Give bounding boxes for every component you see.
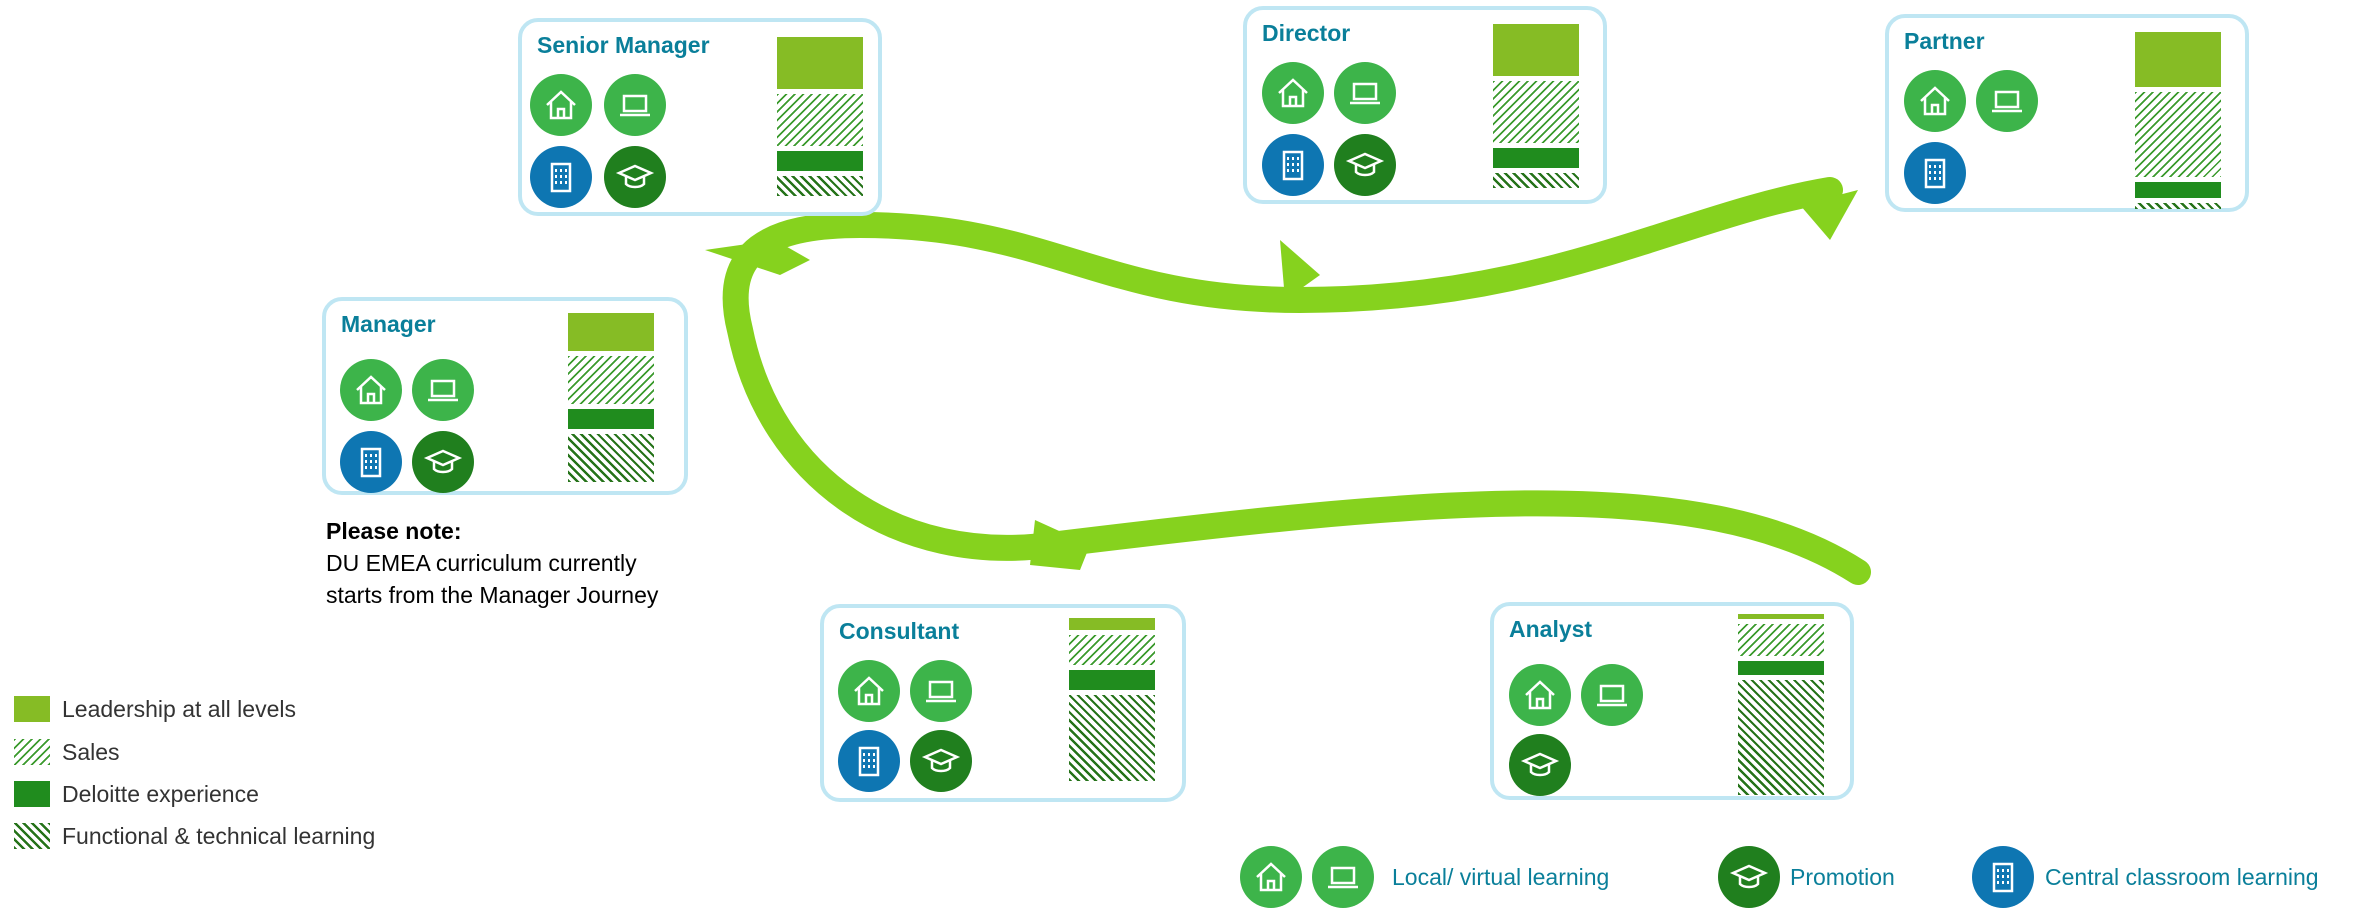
- home-icon: [1904, 70, 1966, 132]
- curriculum-note: Please note: DU EMEA curriculum currentl…: [326, 515, 658, 611]
- card-consultant: Consultant: [820, 604, 1186, 802]
- deloitte-segment: [1738, 661, 1824, 675]
- building-icon: [1904, 142, 1966, 204]
- key-label-promotion: Promotion: [1790, 864, 1895, 890]
- note-line: starts from the Manager Journey: [326, 582, 659, 608]
- functional-segment: [1069, 695, 1155, 781]
- graduation-cap-icon: [1334, 134, 1396, 196]
- deloitte-segment: [568, 409, 654, 429]
- functional-segment: [1493, 173, 1579, 188]
- deloitte-segment: [2135, 182, 2221, 198]
- sales-swatch: [14, 739, 50, 765]
- key-label-central: Central classroom learning: [2045, 864, 2319, 890]
- deloitte-swatch: [14, 781, 50, 807]
- functional-segment: [777, 176, 863, 196]
- note-title: Please note:: [326, 518, 462, 544]
- deloitte-segment: [1069, 670, 1155, 690]
- learning-mix-bars: [1493, 24, 1579, 193]
- card-analyst: Analyst: [1490, 602, 1854, 800]
- arrowhead-mid: [1280, 240, 1320, 300]
- leadership-segment: [568, 313, 654, 351]
- building-icon: [1262, 134, 1324, 196]
- deloitte-segment: [1493, 148, 1579, 168]
- legend-label: Functional & technical learning: [62, 822, 376, 849]
- learning-mix-bars: [1738, 614, 1824, 800]
- note-line: DU EMEA curriculum currently: [326, 550, 637, 576]
- legend-label: Leadership at all levels: [62, 695, 296, 722]
- arrowhead-left-upper: [705, 240, 810, 275]
- graduation-cap-icon: [604, 146, 666, 208]
- card-title: Consultant: [839, 618, 960, 644]
- journey-path: [722, 177, 1871, 585]
- graduation-cap-icon: [1509, 734, 1571, 796]
- building-icon: [1972, 846, 2034, 908]
- building-icon: [340, 431, 402, 493]
- learning-mix-bars: [1069, 618, 1155, 786]
- home-icon: [1262, 62, 1324, 124]
- leadership-segment: [777, 37, 863, 89]
- laptop-icon: [412, 359, 474, 421]
- laptop-icon: [1312, 846, 1374, 908]
- card-manager: Manager: [322, 297, 688, 495]
- legend-item-sales: Sales: [14, 737, 120, 767]
- card-senior-manager: Senior Manager: [518, 18, 882, 216]
- functional-swatch: [14, 823, 50, 849]
- home-icon: [1240, 846, 1302, 908]
- home-icon: [530, 74, 592, 136]
- functional-segment: [1738, 680, 1824, 795]
- arrowhead-partner: [1800, 190, 1858, 240]
- sales-segment: [2135, 92, 2221, 177]
- sales-segment: [568, 356, 654, 404]
- learning-mix-bars: [777, 37, 863, 201]
- home-icon: [838, 660, 900, 722]
- home-icon: [1509, 664, 1571, 726]
- learning-mix-bars: [2135, 32, 2221, 214]
- card-partner: Partner: [1885, 14, 2249, 212]
- card-title: Senior Manager: [537, 32, 710, 58]
- functional-segment: [2135, 203, 2221, 209]
- legend-item-deloitte: Deloitte experience: [14, 779, 259, 809]
- key-label-local-virtual: Local/ virtual learning: [1392, 864, 1610, 890]
- sales-segment: [1493, 81, 1579, 143]
- graduation-cap-icon: [1718, 846, 1780, 908]
- arrowhead-left-lower: [1030, 520, 1090, 570]
- card-title: Director: [1262, 20, 1351, 46]
- leadership-segment: [1069, 618, 1155, 630]
- sales-segment: [1738, 624, 1824, 656]
- functional-segment: [568, 434, 654, 482]
- home-icon: [340, 359, 402, 421]
- card-title: Manager: [341, 311, 436, 337]
- legend-item-functional: Functional & technical learning: [14, 821, 375, 851]
- laptop-icon: [1581, 664, 1643, 726]
- learning-mix-bars: [568, 313, 654, 487]
- leadership-segment: [1493, 24, 1579, 76]
- building-icon: [530, 146, 592, 208]
- graduation-cap-icon: [910, 730, 972, 792]
- leadership-segment: [2135, 32, 2221, 87]
- laptop-icon: [1976, 70, 2038, 132]
- sales-segment: [1069, 635, 1155, 665]
- legend-label: Sales: [62, 738, 120, 765]
- card-title: Analyst: [1509, 616, 1593, 642]
- laptop-icon: [604, 74, 666, 136]
- sales-segment: [777, 94, 863, 146]
- deloitte-segment: [777, 151, 863, 171]
- building-icon: [838, 730, 900, 792]
- leadership-segment: [1738, 614, 1824, 619]
- leadership-swatch: [14, 696, 50, 722]
- laptop-icon: [910, 660, 972, 722]
- legend-item-leadership: Leadership at all levels: [14, 694, 296, 724]
- card-title: Partner: [1904, 28, 1985, 54]
- graduation-cap-icon: [412, 431, 474, 493]
- legend-label: Deloitte experience: [62, 780, 259, 807]
- card-director: Director: [1243, 6, 1607, 204]
- laptop-icon: [1334, 62, 1396, 124]
